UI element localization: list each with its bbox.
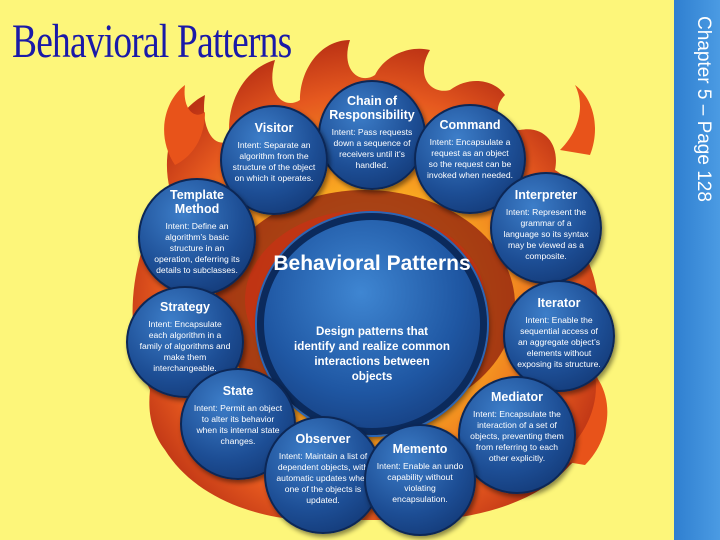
pattern-intent: Intent: Enable the sequential access of … xyxy=(517,315,601,369)
pattern-intent: Intent: Permit an object to alter its be… xyxy=(193,403,283,446)
pattern-intent: Intent: Separate an algorithm from the s… xyxy=(232,140,316,183)
center-title: Behavioral Patterns xyxy=(273,252,471,275)
pattern-name: Visitor xyxy=(254,121,294,135)
pattern-chain-of-responsibility: Chain of Responsibility Intent: Pass req… xyxy=(318,80,426,190)
page-title: Behavioral Patterns xyxy=(12,15,292,68)
pattern-intent: Intent: Define an algorithm’s basic stru… xyxy=(154,221,240,275)
pattern-name: Mediator xyxy=(490,390,544,404)
pattern-iterator: Iterator Intent: Enable the sequential a… xyxy=(503,280,615,392)
pattern-visitor: Visitor Intent: Separate an algorithm fr… xyxy=(220,105,328,215)
chapter-label: Chapter 5 – Page 128 xyxy=(693,16,714,202)
pattern-name: Interpreter xyxy=(514,188,578,202)
pattern-intent: Intent: Pass requests down a sequence of… xyxy=(331,127,413,170)
pattern-name: State xyxy=(222,384,254,398)
pattern-observer: Observer Intent: Maintain a list of depe… xyxy=(264,416,382,534)
pattern-name: Observer xyxy=(295,432,351,446)
pattern-name: Memento xyxy=(392,442,448,456)
chapter-sidebar: Chapter 5 – Page 128 xyxy=(674,0,720,540)
center-description: Design patterns that identify and realiz… xyxy=(294,325,450,383)
pattern-intent: Intent: Encapsulate a request as an obje… xyxy=(426,137,513,180)
pattern-intent: Intent: Encapsulate the interaction of a… xyxy=(470,409,564,463)
pattern-mediator: Mediator Intent: Encapsulate the interac… xyxy=(458,376,576,494)
pattern-name: Strategy xyxy=(159,300,211,314)
pattern-name: Iterator xyxy=(537,296,581,310)
pattern-interpreter: Interpreter Intent: Represent the gramma… xyxy=(490,172,602,284)
center-bubble: Behavioral Patterns Design patterns that… xyxy=(257,213,487,435)
pattern-name: Template Method xyxy=(170,188,224,216)
pattern-intent: Intent: Encapsulate each algorithm in a … xyxy=(139,319,231,373)
pattern-memento: Memento Intent: Enable an undo capabilit… xyxy=(364,424,476,536)
pattern-name: Command xyxy=(439,118,501,132)
pattern-intent: Intent: Maintain a list of dependent obj… xyxy=(276,451,370,505)
pattern-intent: Intent: Represent the grammar of a langu… xyxy=(503,207,589,261)
pattern-template-method: Template Method Intent: Define an algori… xyxy=(138,178,256,296)
pattern-intent: Intent: Enable an undo capability withou… xyxy=(376,461,464,504)
pattern-name: Chain of Responsibility xyxy=(329,94,415,122)
